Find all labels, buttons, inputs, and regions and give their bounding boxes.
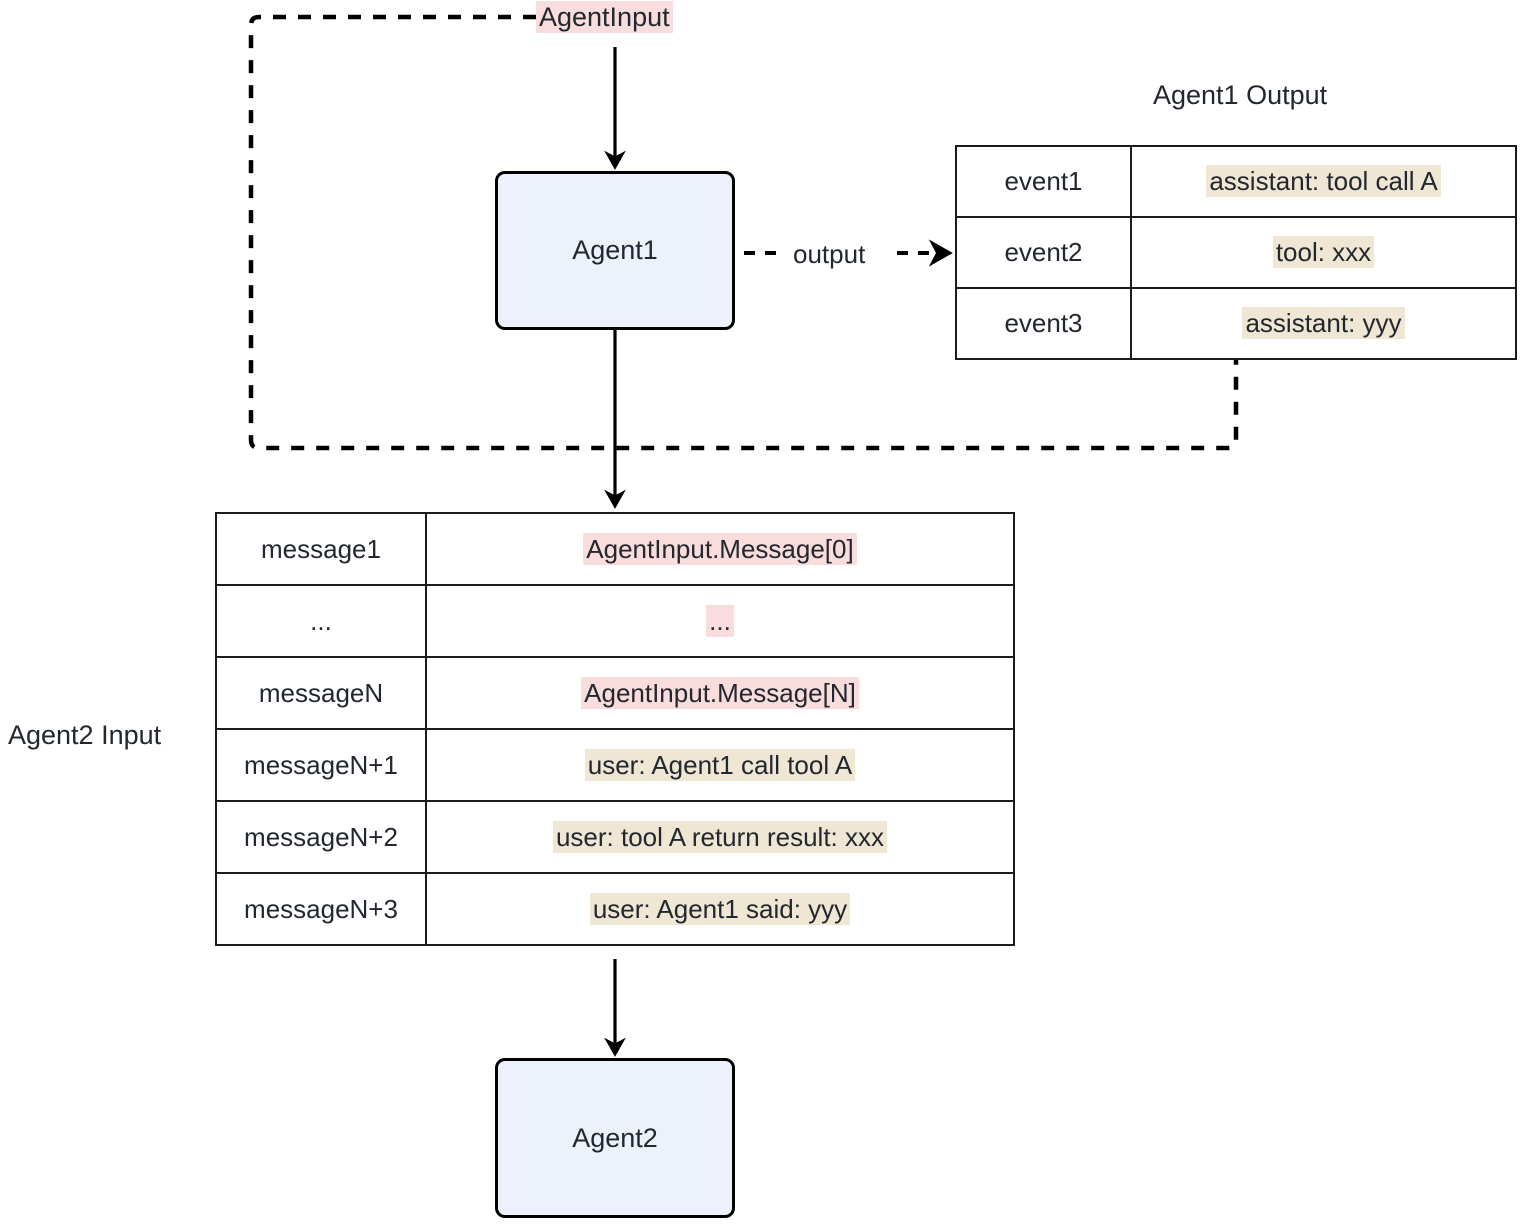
- edge-label-output: output: [789, 239, 870, 270]
- row-value-text: tool: xxx: [1272, 236, 1375, 268]
- row-value-cell: tool: xxx: [1130, 216, 1517, 289]
- row-key-cell: event3: [955, 287, 1132, 360]
- table-row: messageN+1 user: Agent1 call tool A: [215, 728, 1015, 802]
- row-value-text: user: tool A return result: xxx: [552, 820, 888, 853]
- row-key-cell: ...: [215, 584, 427, 658]
- row-key-cell: messageN+3: [215, 872, 427, 946]
- row-value-text: ...: [706, 604, 734, 637]
- agent-input-label-text: AgentInput: [536, 1, 673, 33]
- agent1-output-title: Agent1 Output: [1153, 80, 1328, 110]
- agent1-output-table-body: event1 assistant: tool call A event2 tool: …: [955, 145, 1517, 360]
- table-row: ......: [215, 584, 1015, 658]
- row-value-cell: user: tool A return result: xxx: [425, 800, 1015, 874]
- table-row: messageN+3 user: Agent1 said: yyy: [215, 872, 1015, 946]
- row-value-cell: user: Agent1 said: yyy: [425, 872, 1015, 946]
- row-value-cell: AgentInput.Message[N]: [425, 656, 1015, 730]
- table-row: event1 assistant: tool call A: [955, 145, 1517, 218]
- row-key-cell: message1: [215, 512, 427, 586]
- row-value-text: user: Agent1 call tool A: [584, 748, 856, 781]
- table-row: event3 assistant: yyy: [955, 287, 1517, 360]
- row-value-text: user: Agent1 said: yyy: [589, 892, 851, 925]
- row-key-cell: event1: [955, 145, 1132, 218]
- row-value-cell: AgentInput.Message[0]: [425, 512, 1015, 586]
- row-value-text: assistant: yyy: [1242, 307, 1405, 339]
- row-key-cell: messageN+2: [215, 800, 427, 874]
- table-row: event2 tool: xxx: [955, 216, 1517, 289]
- row-value-cell: assistant: yyy: [1130, 287, 1517, 360]
- table-row: messageN AgentInput.Message[N]: [215, 656, 1015, 730]
- agent-input-label: AgentInput: [536, 1, 673, 33]
- row-value-cell: assistant: tool call A: [1130, 145, 1517, 218]
- row-key-cell: messageN+1: [215, 728, 427, 802]
- row-value-cell: ...: [425, 584, 1015, 658]
- node-agent2[interactable]: Agent2: [495, 1058, 735, 1218]
- row-key-cell: event2: [955, 216, 1132, 289]
- row-value-text: AgentInput.Message[N]: [581, 676, 859, 709]
- agent1-output-table: event1 assistant: tool call A event2 tool: …: [955, 145, 1517, 360]
- table-row: messageN+2 user: tool A return result: xx…: [215, 800, 1015, 874]
- node-agent2-label: Agent2: [572, 1122, 658, 1153]
- table-row: message1 AgentInput.Message[0]: [215, 512, 1015, 586]
- row-key-cell: messageN: [215, 656, 427, 730]
- node-agent1-label: Agent1: [572, 235, 658, 265]
- node-agent1[interactable]: Agent1: [495, 171, 735, 330]
- row-value-text: assistant: tool call A: [1206, 165, 1441, 197]
- agent2-input-label: Agent2 Input: [8, 720, 162, 750]
- row-value-text: AgentInput.Message[0]: [583, 532, 857, 565]
- row-value-cell: user: Agent1 call tool A: [425, 728, 1015, 802]
